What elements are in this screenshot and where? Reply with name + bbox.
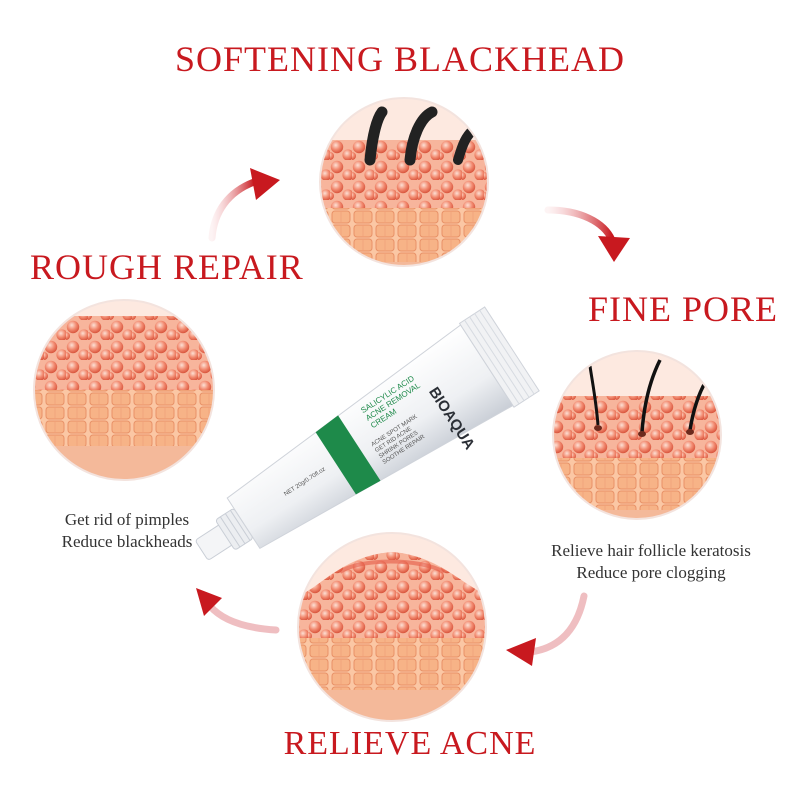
- caption-right: Relieve hair follicle keratosis Reduce p…: [520, 540, 782, 584]
- caption-left-line1: Get rid of pimples: [64, 510, 190, 529]
- step-title-softening-blackhead: SOFTENING BLACKHEAD: [175, 39, 625, 79]
- skin-circle-right: [552, 350, 722, 520]
- product-tube: [195, 306, 540, 560]
- curved-arrow-icon: [544, 206, 630, 262]
- caption-right-line1: Relieve hair follicle keratosis: [551, 541, 751, 560]
- step-title-rough-repair: ROUGH REPAIR: [30, 247, 304, 287]
- skin-circle-top: [319, 97, 489, 267]
- skin-circle-left: [33, 299, 215, 481]
- curved-arrow-icon: [506, 592, 588, 666]
- caption-right-line2: Reduce pore clogging: [576, 563, 726, 582]
- caption-left: Get rid of pimples Reduce blackheads: [32, 509, 222, 553]
- step-title-fine-pore: FINE PORE: [588, 289, 779, 329]
- skin-circle-bottom: [297, 532, 487, 722]
- curved-arrow-icon: [208, 168, 280, 242]
- caption-left-line2: Reduce blackheads: [61, 532, 193, 551]
- curved-arrow-icon: [196, 588, 280, 634]
- step-title-relieve-acne: RELIEVE ACNE: [283, 725, 537, 762]
